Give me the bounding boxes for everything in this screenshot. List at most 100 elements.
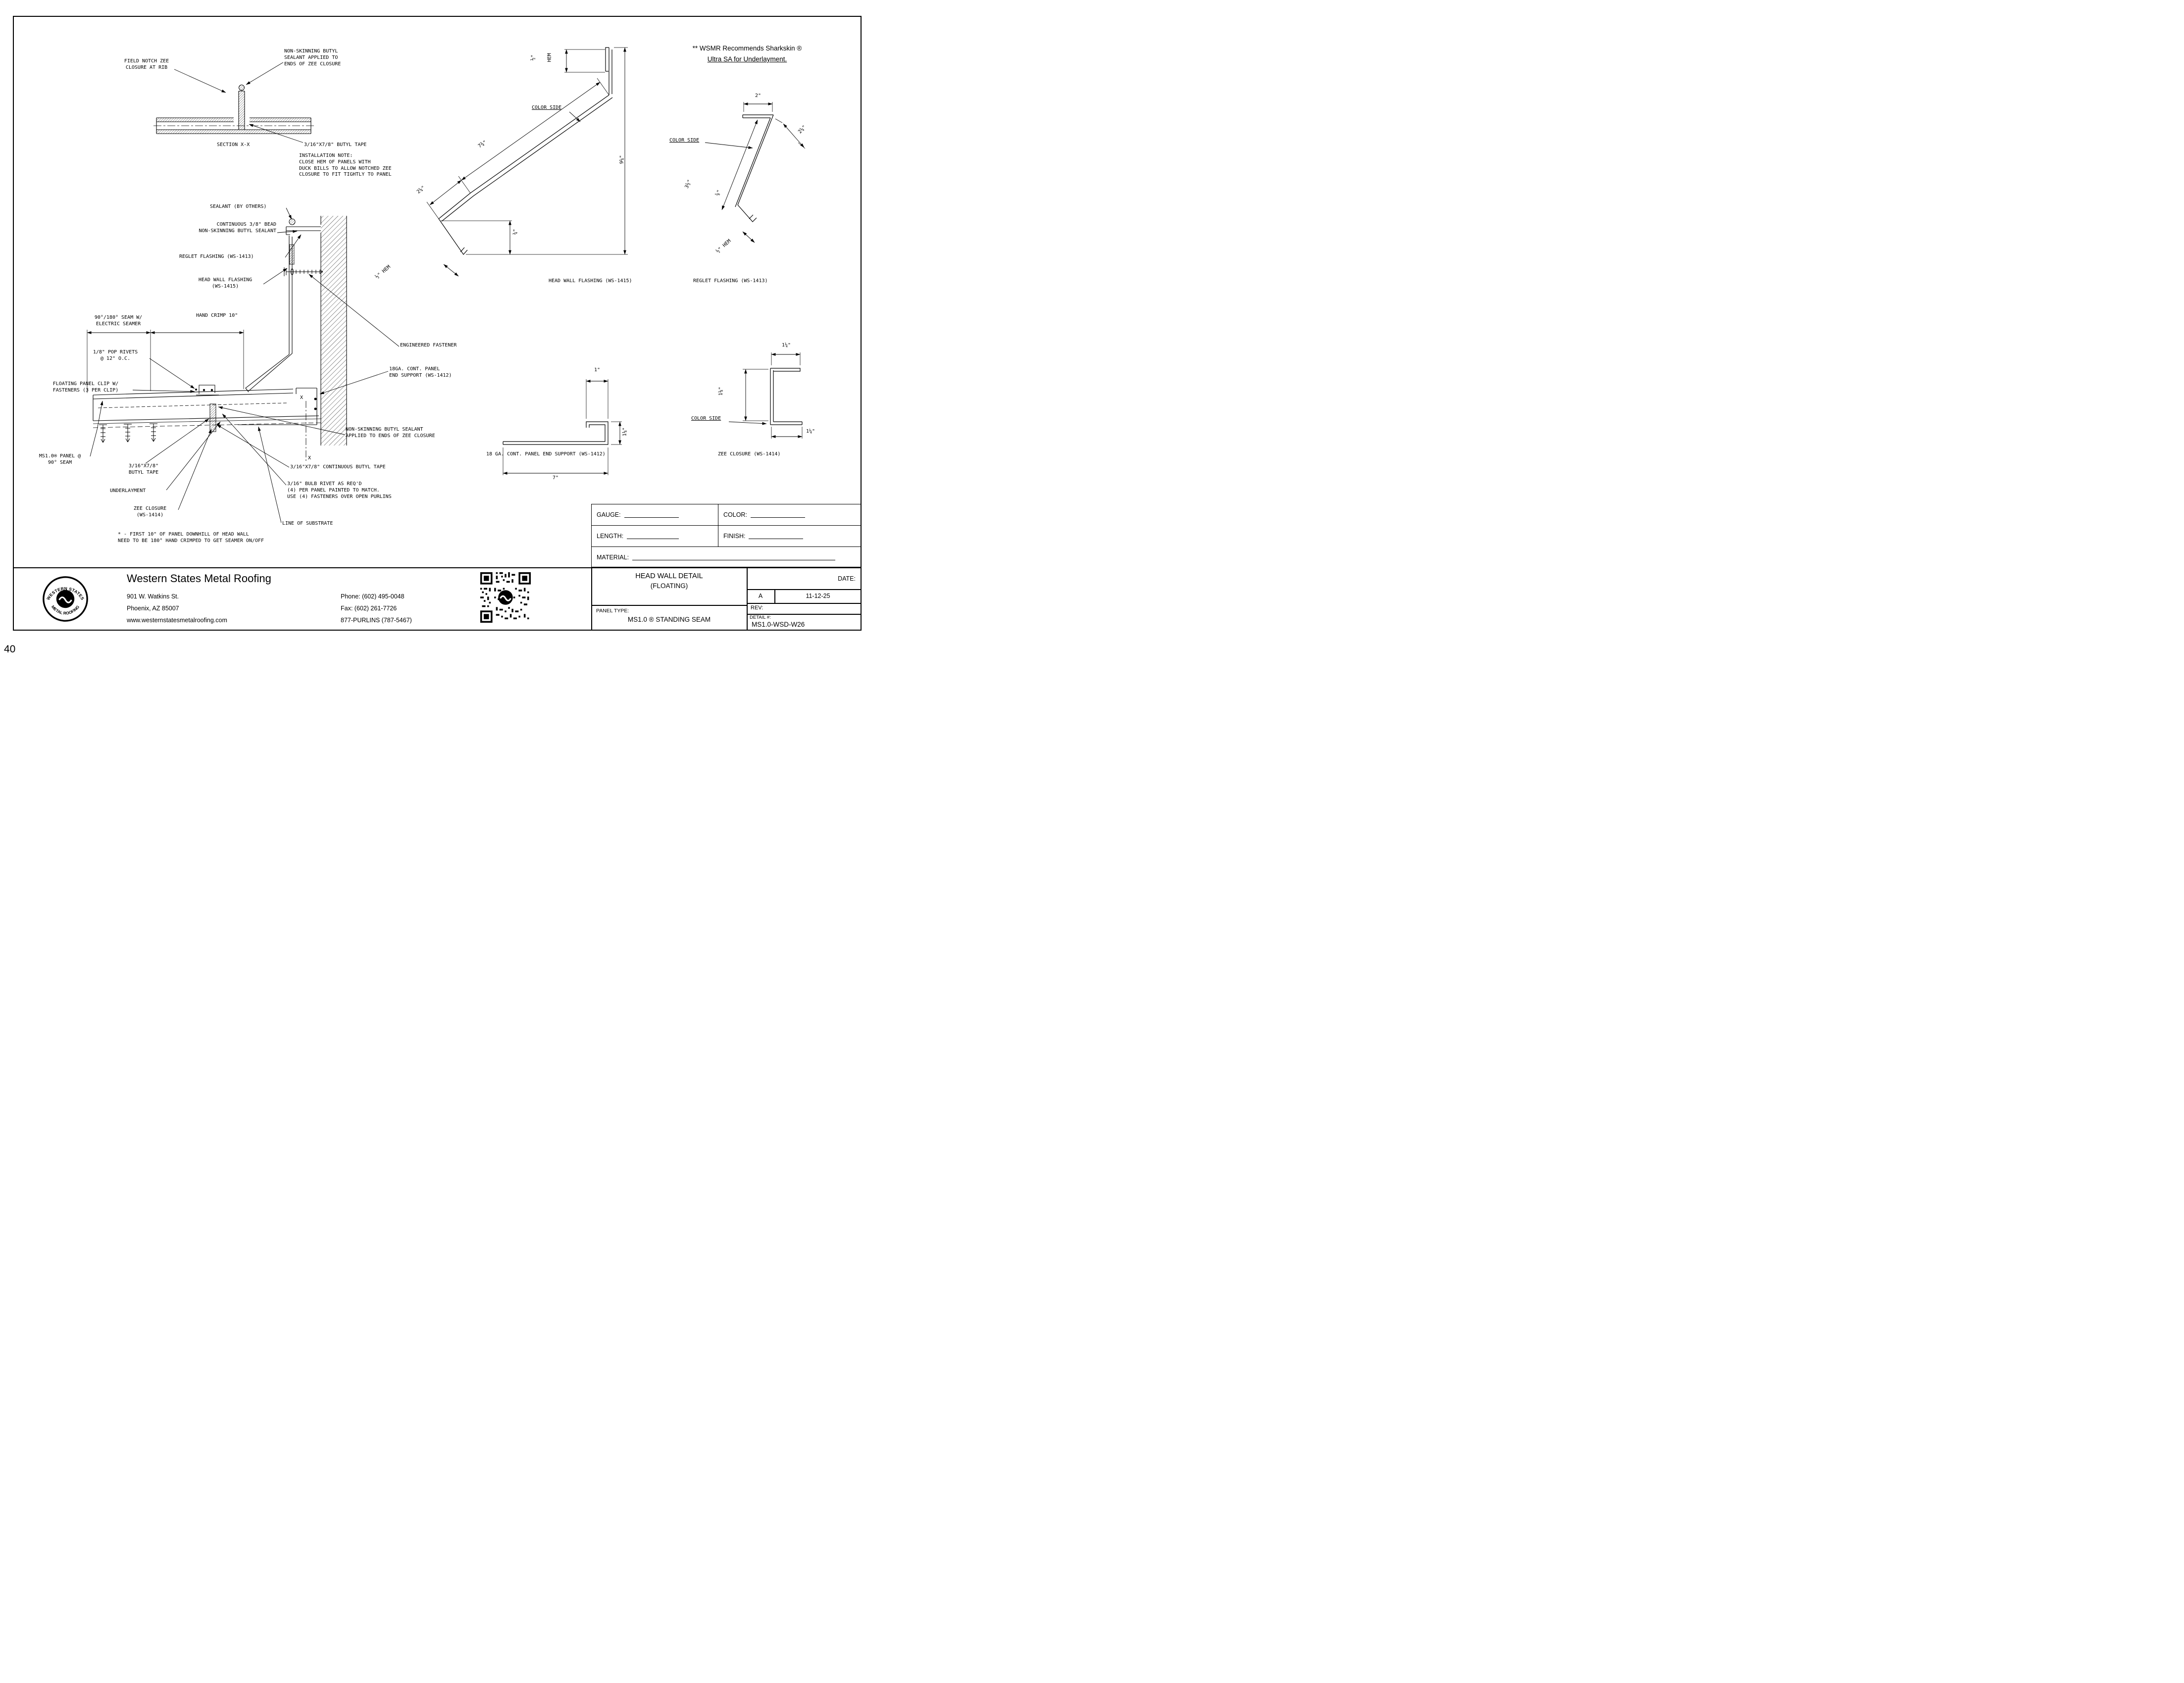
- rev-date-vline: [774, 589, 775, 603]
- detail-title-line2: (FLOATING): [650, 582, 688, 590]
- title-block-divider: [13, 567, 862, 568]
- panel-type-label: PANEL TYPE:: [596, 608, 629, 614]
- clip-graphic: [196, 385, 219, 396]
- date-value: 11-12-25: [806, 593, 830, 599]
- label-hwf-color-side: COLOR SIDE: [532, 105, 562, 110]
- label-footnote: * - FIRST 10" OF PANEL DOWNHILL OF HEAD …: [118, 532, 264, 544]
- label-line-of-substrate: LINE OF SUBSTRATE: [282, 521, 333, 526]
- material-label: MATERIAL:: [597, 553, 629, 561]
- underlayment-note-line1: ** WSMR Recommends Sharkskin ®: [692, 45, 802, 52]
- gauge-label: GAUGE:: [597, 511, 621, 518]
- label-zee-color-side: COLOR SIDE: [691, 416, 721, 421]
- label-seam: 90°/180° SEAM W/ ELECTRIC SEAMER: [94, 315, 143, 327]
- detail-number-value: MS1.0-WSD-W26: [752, 621, 805, 628]
- color-label: COLOR:: [723, 511, 747, 518]
- company-name: Western States Metal Roofing: [127, 572, 271, 585]
- label-section-title: SECTION X-X: [217, 142, 250, 148]
- sheet-border: [13, 16, 862, 631]
- panel-type-value: MS1.0 ® STANDING SEAM: [627, 616, 711, 623]
- label-reglet-flashing: REGLET FLASHING (WS-1413): [179, 254, 254, 259]
- caption-head-wall-flashing: HEAD WALL FLASHING (WS-1415): [549, 278, 632, 284]
- label-reglet-color-side: COLOR SIDE: [669, 138, 700, 143]
- label-hwf-dim-kick: ¾": [512, 229, 518, 235]
- underlayment-note-line2: Ultra SA for Underlayment.: [707, 55, 787, 63]
- technical-drawing: [87, 47, 806, 523]
- label-hand-crimp: HAND CRIMP 10": [196, 313, 238, 318]
- form-row-2: LENGTH: FINISH:: [592, 526, 861, 547]
- label-pop-rivets: 1/8" POP RIVETS @ 12" O.C.: [93, 349, 138, 361]
- page-number: 40: [4, 644, 16, 655]
- rev-divider-top: [747, 603, 862, 604]
- label-hwf-dim-height: 9¼": [619, 155, 625, 164]
- length-field[interactable]: [627, 533, 679, 539]
- label-zee-dim-top: 1¼": [781, 343, 791, 348]
- label-continuous-bead: CONTINUOUS 3/8" BEAD NON-SKINNING BUTYL …: [199, 222, 276, 234]
- label-zee-dim-web: 1⅛": [718, 387, 724, 396]
- company-phone: Phone: (602) 495-0048: [341, 593, 405, 600]
- order-form: GAUGE: COLOR: LENGTH: FINISH: MATERIAL:: [591, 504, 862, 567]
- label-butyl-ends: NON-SKINNING BUTYL SEALANT APPLIED TO EN…: [346, 427, 435, 439]
- detail-number-label: DETAIL #:: [750, 615, 771, 620]
- label-sealant-by-others: SEALANT (BY OTHERS): [210, 204, 267, 209]
- label-cont-butyl-tape: 3/16"X7/8" CONTINUOUS BUTYL TAPE: [290, 464, 386, 470]
- gauge-field[interactable]: [624, 512, 679, 518]
- label-head-wall-flashing: HEAD WALL FLASHING (WS-1415): [198, 277, 253, 289]
- company-fax: Fax: (602) 261-7726: [341, 605, 397, 612]
- label-underlayment: UNDERLAYMENT: [110, 488, 146, 494]
- caption-end-support: 18 GA. CONT. PANEL END SUPPORT (WS-1412): [486, 451, 606, 457]
- label-nonskinning-sealant: NON-SKINNING BUTYL SEALANT APPLIED TO EN…: [284, 49, 341, 67]
- label-es-dim-width: 7": [552, 475, 559, 481]
- date-divider: [747, 589, 862, 590]
- label-hwf-hem-dim: ½": [530, 54, 536, 61]
- drawing-sheet: FIELD NOTCH ZEE CLOSURE AT RIB NON-SKINN…: [0, 0, 873, 673]
- title-block-vline-2: [747, 567, 748, 631]
- label-engineered-fastener: ENGINEERED FASTENER: [400, 343, 457, 348]
- color-field[interactable]: [750, 512, 805, 518]
- label-ms-panel: MS1.0® PANEL @ 90° SEAM: [39, 453, 81, 465]
- label-floating-clip: FLOATING PANEL CLIP W/ FASTENERS (3 PER …: [52, 381, 119, 393]
- company-purlins-phone: 877-PURLINS (787-5467): [341, 617, 412, 624]
- label-butyl-tape-main: 3/16"X7/8" BUTYL TAPE: [128, 463, 159, 475]
- date-label: DATE:: [838, 575, 856, 582]
- title-block-vline-1: [591, 567, 592, 631]
- label-bulb-rivet: 3/16" BULB RIVET AS REQ'D (4) PER PANEL …: [287, 481, 392, 499]
- label-installation-note: INSTALLATION NOTE: CLOSE HEM OF PANELS W…: [299, 153, 392, 178]
- finish-field[interactable]: [749, 533, 804, 539]
- fastener-screws: [99, 423, 157, 443]
- length-label: LENGTH:: [597, 533, 624, 540]
- label-hwf-hem: HEM: [547, 53, 553, 62]
- engineered-fastener-graphic: [284, 267, 323, 276]
- section-xx-drawing: [153, 62, 314, 143]
- end-support-profile: [503, 379, 622, 475]
- leader-lines: [90, 207, 400, 523]
- label-reglet-dim-top: 2": [755, 93, 762, 99]
- reglet-flashing-profile: [705, 102, 806, 243]
- caption-zee-closure: ZEE CLOSURE (WS-1414): [718, 451, 781, 457]
- rev-label: REV:: [751, 605, 763, 611]
- label-es-dim-leg: 1⅛": [622, 427, 628, 437]
- label-zee-dim-bottom: 1¼": [806, 429, 815, 434]
- head-wall-flashing-profile: [426, 47, 628, 277]
- finish-label: FINISH:: [723, 533, 746, 540]
- zee-closure-profile: [728, 352, 803, 439]
- company-address-2: Phoenix, AZ 85007: [127, 605, 179, 612]
- company-logo: WESTERN STATES METAL ROOFING: [43, 576, 88, 622]
- detail-title-line1: HEAD WALL DETAIL: [635, 572, 703, 580]
- label-x-mark-top: X: [300, 395, 304, 400]
- form-row-3: MATERIAL:: [592, 547, 861, 567]
- label-zee-closure: ZEE CLOSURE (WS-1414): [133, 506, 167, 518]
- main-detail-drawing: [87, 207, 400, 523]
- label-field-notch: FIELD NOTCH ZEE CLOSURE AT RIB: [124, 58, 169, 70]
- rev-divider-bottom: [747, 614, 862, 615]
- caption-reglet-flashing: REGLET FLASHING (WS-1413): [693, 278, 768, 284]
- material-field[interactable]: [632, 554, 836, 560]
- panel-graphic: [93, 389, 319, 421]
- rev-letter: A: [758, 593, 763, 599]
- company-address-1: 901 W. Watkins St.: [127, 593, 179, 600]
- label-es-dim-return: 1": [594, 367, 601, 373]
- company-website[interactable]: www.westernstatesmetalroofing.com: [127, 617, 227, 624]
- form-row-1: GAUGE: COLOR:: [592, 504, 861, 526]
- label-end-support: 18GA. CONT. PANEL END SUPPORT (WS-1412): [389, 366, 452, 378]
- qr-code: [480, 572, 531, 623]
- panel-type-divider: [591, 605, 747, 606]
